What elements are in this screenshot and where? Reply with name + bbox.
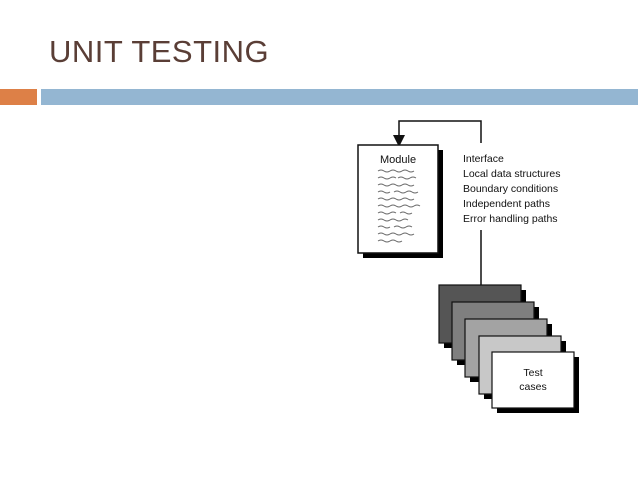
test-aspects-list: Interface Local data structures Boundary… bbox=[463, 153, 560, 225]
module-label: Module bbox=[380, 154, 416, 166]
slide-title: UNIT TESTING bbox=[49, 34, 270, 69]
aspect-error-handling-paths: Error handling paths bbox=[463, 213, 558, 225]
aspect-local-data-structures: Local data structures bbox=[463, 168, 560, 180]
accent-bar-blue bbox=[41, 89, 638, 105]
test-cases-stack: Test cases bbox=[438, 284, 579, 413]
feedback-arrow bbox=[393, 120, 482, 147]
module-code-lines bbox=[377, 169, 421, 243]
test-cases-label-line1: Test bbox=[523, 367, 542, 379]
aspect-interface: Interface bbox=[463, 153, 504, 165]
module-document: Module bbox=[357, 144, 443, 258]
aspect-independent-paths: Independent paths bbox=[463, 198, 550, 210]
aspect-boundary-conditions: Boundary conditions bbox=[463, 183, 558, 195]
accent-bar-orange bbox=[0, 89, 37, 105]
test-cases-label-line2: cases bbox=[519, 381, 546, 393]
test-card-front bbox=[491, 351, 575, 409]
